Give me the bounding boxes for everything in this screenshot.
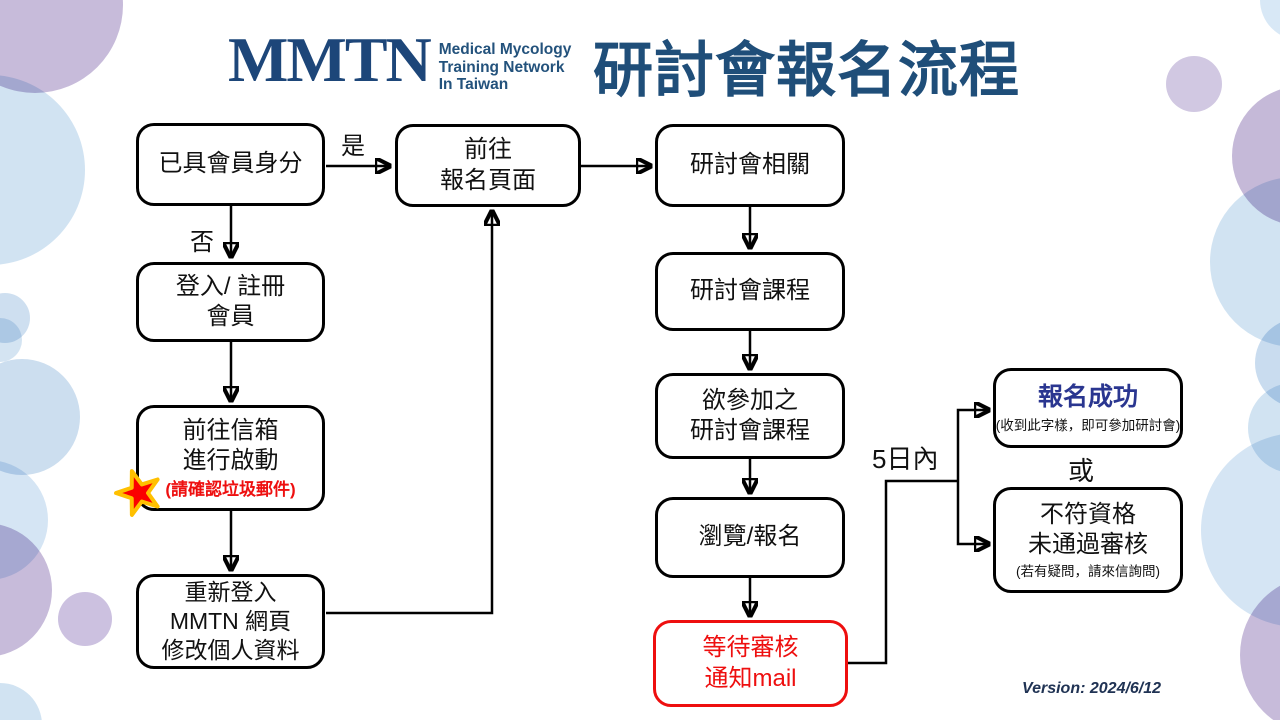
arrow-relogin-to-regpage [326, 212, 492, 615]
success-title: 報名成功 [1037, 383, 1138, 412]
node-browse-register: 瀏覽/報名 [655, 497, 845, 578]
node-seminar-related: 研討會相關 [655, 124, 845, 207]
connector-wait-to-branch [848, 479, 958, 665]
decorative-circle [0, 318, 22, 362]
node-text: 不符資格 [1040, 500, 1136, 528]
decorative-circle [0, 359, 80, 475]
star-icon [114, 469, 160, 517]
node-text: 重新登入 [184, 579, 277, 606]
node-text: 瀏覽/報名 [698, 523, 802, 551]
node-text: 通知mail [704, 664, 797, 692]
node-text: 前往信箱 [182, 417, 279, 445]
label-no: 否 [190, 229, 214, 256]
spam-warning-text: (請確認垃圾郵件) [165, 479, 296, 499]
logo-subtitle-line: In Taiwan [438, 76, 509, 93]
node-text: 進行啟動 [182, 447, 279, 475]
node-activate-mailbox: 前往信箱 進行啟動 (請確認垃圾郵件) [136, 405, 325, 511]
node-relogin: 重新登入 MMTN 網頁 修改個人資料 [136, 574, 325, 669]
arrow-branch-to-success [956, 410, 988, 481]
node-seminar-courses: 研討會課程 [655, 252, 845, 331]
node-text: 研討會相關 [690, 151, 810, 179]
mmtn-logo: MMTN Medical Mycology Training Network I… [228, 24, 572, 95]
decorative-circle [1240, 585, 1280, 720]
decorative-circle [0, 524, 52, 656]
label-yes: 是 [341, 133, 365, 160]
label-or: 或 [1068, 456, 1095, 486]
logo-acronym: MMTN [228, 24, 432, 95]
node-registration-page: 前往 報名頁面 [395, 124, 581, 207]
decorative-circle [1201, 434, 1280, 626]
node-not-qualified: 不符資格 未通過審核 (若有疑問，請來信詢問) [993, 487, 1183, 593]
node-text: 研討會課程 [690, 277, 810, 305]
node-text: 會員 [206, 303, 255, 330]
logo-subtitle-line: Medical Mycology [438, 41, 572, 58]
node-text: 等待審核 [702, 634, 799, 662]
node-text: 已具會員身分 [158, 150, 303, 178]
decorative-circle [0, 0, 123, 93]
logo-subtitle-line: Training Network [438, 58, 565, 76]
node-text: MMTN 網頁 [169, 608, 292, 635]
node-desired-courses: 欲參加之 研討會課程 [655, 373, 845, 459]
decorative-circle [1260, 0, 1280, 35]
node-text: 前往 [464, 136, 512, 164]
version-text: Version: 2024/6/12 [1022, 680, 1162, 697]
node-register-success: 報名成功 (收到此字樣，即可參加研討會) [993, 368, 1183, 448]
arrow-branch-to-rejected [956, 481, 988, 544]
page-title: 研討會報名流程 [593, 37, 1020, 104]
logo-subtitle: Medical Mycology Training Network In Tai… [439, 41, 572, 94]
node-wait-review: 等待審核 通知mail [653, 620, 848, 707]
node-text: 欲參加之 [702, 386, 798, 414]
rejected-note: (若有疑問，請來信詢問) [1016, 564, 1160, 580]
node-text: 未通過審核 [1028, 531, 1148, 558]
node-text: 研討會課程 [690, 417, 810, 444]
node-member-check: 已具會員身分 [136, 123, 325, 206]
label-within-5-days: 5日內 [872, 444, 939, 474]
node-text: 登入/ 註冊 [175, 272, 286, 300]
decorative-circle [0, 75, 85, 265]
node-text: 報名頁面 [440, 166, 536, 194]
decorative-circle [1255, 322, 1280, 404]
success-note: (收到此字樣，即可參加研討會) [995, 417, 1181, 433]
node-text: 修改個人資料 [161, 636, 300, 663]
decorative-circle [0, 683, 42, 720]
decorative-circle [1210, 178, 1280, 346]
decorative-circle [1166, 56, 1222, 112]
node-login-register: 登入/ 註冊 會員 [136, 262, 325, 342]
decorative-circle [58, 592, 112, 646]
